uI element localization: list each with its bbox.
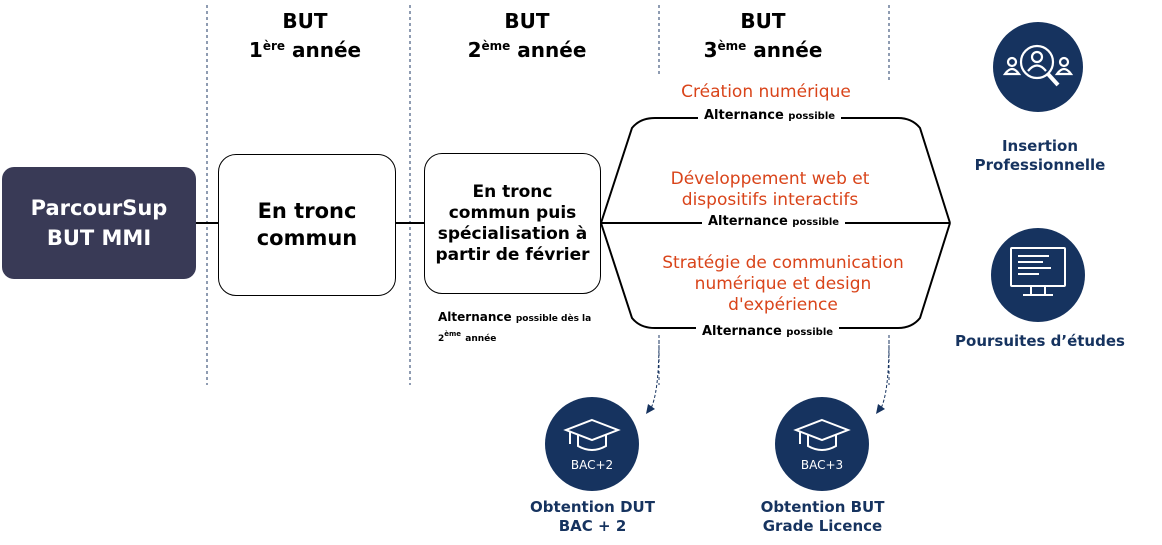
badge-bac2: BAC+2 bbox=[570, 458, 614, 472]
year3-header: BUT 3ème année bbox=[703, 9, 823, 62]
graduation-cap-icon: BAC+2 bbox=[545, 397, 639, 491]
arrow-to-dut bbox=[649, 339, 660, 411]
badge-bac3: BAC+3 bbox=[800, 458, 844, 472]
track-alternance-creation: Alternance possible bbox=[698, 108, 842, 123]
arrow-head bbox=[646, 404, 655, 414]
year2-alternance-note: Alternance possible dès la 2ème année bbox=[438, 310, 592, 344]
year2-box: En tronc commun puis spécialisation à pa… bbox=[424, 153, 601, 294]
but-label: Obtention BUT Grade Licence bbox=[760, 498, 885, 535]
arrow-to-but bbox=[879, 339, 890, 411]
monitor-icon bbox=[991, 228, 1085, 322]
track-title-web: Développement web et dispositifs interac… bbox=[670, 169, 870, 210]
people-search-icon bbox=[993, 22, 1083, 112]
parcoursup-box: ParcourSup BUT MMI bbox=[2, 167, 196, 279]
track-alternance-web: Alternance possible bbox=[702, 214, 846, 229]
graduation-cap-icon: BAC+3 bbox=[775, 397, 869, 491]
insertion-label: Insertion Professionnelle bbox=[974, 137, 1106, 174]
dut-label: Obtention DUT BAC + 2 bbox=[530, 498, 655, 535]
year2-header: BUT 2ème année bbox=[467, 9, 587, 62]
poursuites-label: Poursuites d’études bbox=[955, 332, 1125, 350]
arrow-head bbox=[876, 404, 885, 414]
year1-header: BUT 1ère année bbox=[248, 9, 362, 62]
track-title-strategie: Stratégie de communication numérique et … bbox=[662, 253, 904, 315]
track-title-creation: Création numérique bbox=[681, 82, 851, 102]
track-alternance-strategie: Alternance possible bbox=[696, 324, 840, 339]
year1-box: En tronc commun bbox=[218, 154, 396, 296]
